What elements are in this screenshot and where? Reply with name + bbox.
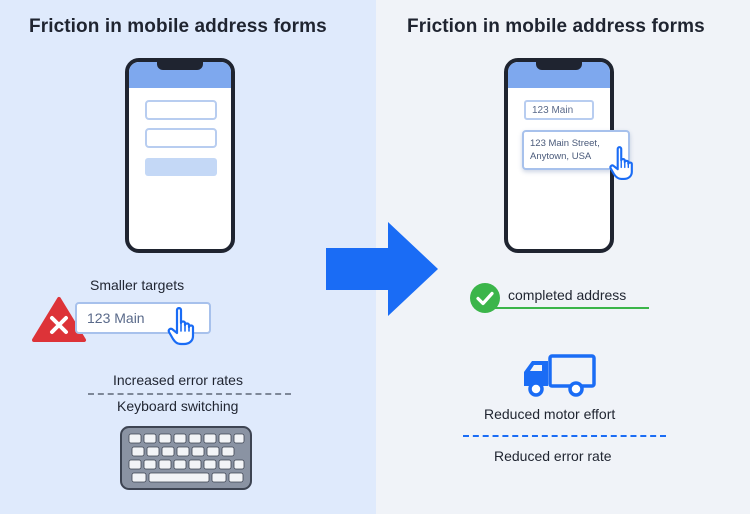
phone-address-input: 123 Main	[524, 100, 594, 120]
phone-notch	[157, 62, 203, 70]
reduced-error-label: Reduced error rate	[494, 448, 612, 464]
smaller-targets-label: Smaller targets	[90, 277, 185, 293]
reduced-effort-label: Reduced motor effort	[484, 406, 616, 422]
keyboard-icon	[120, 426, 252, 490]
check-circle-icon	[470, 283, 500, 313]
keyboard-switching-label: Keyboard switching	[117, 398, 239, 414]
right-title: Friction in mobile address forms	[407, 16, 705, 37]
completed-address-label: completed address	[508, 287, 627, 303]
suggestion-line-2: Anytown, USA	[530, 151, 592, 162]
increased-error-label: Increased error rates	[113, 372, 243, 388]
right-dashed-divider	[463, 435, 666, 437]
phone-field-2	[145, 128, 217, 148]
suggestion-line-1: 123 Main Street,	[530, 138, 600, 149]
right-panel: Friction in mobile address forms 123 Mai…	[376, 0, 750, 514]
delivery-truck-icon	[524, 354, 596, 397]
left-panel: Friction in mobile address forms Smaller…	[0, 0, 376, 514]
completed-underline	[494, 307, 649, 309]
warning-triangle-x-icon	[32, 297, 86, 342]
phone-submit-button	[145, 158, 217, 176]
phone-field-1	[145, 100, 217, 120]
arrow-right-icon	[326, 222, 438, 316]
left-title: Friction in mobile address forms	[29, 16, 327, 37]
pointer-hand-icon	[167, 307, 195, 346]
phone-notch	[536, 62, 582, 70]
left-dashed-divider	[88, 393, 291, 395]
pointer-hand-icon	[609, 146, 633, 180]
left-phone-mockup	[125, 58, 235, 253]
autocomplete-suggestion: 123 Main Street, Anytown, USA	[522, 130, 630, 170]
